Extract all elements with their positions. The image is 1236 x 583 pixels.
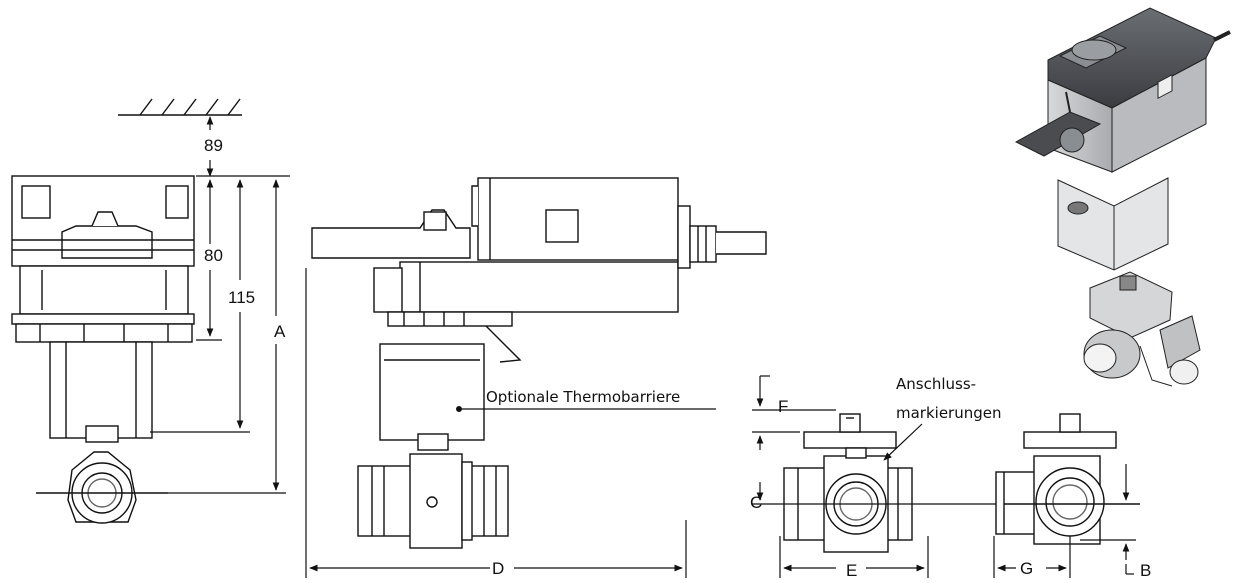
dimension-d [305,268,687,578]
dim-g-label: G [1020,559,1033,578]
ceiling-hatch [118,98,242,116]
product-3d-illustration [1014,7,1231,387]
connection-markings-line1: Anschluss- [896,375,976,393]
dimension-f-c [752,375,1000,505]
left-dimensions [150,116,290,494]
three-way-valve-side [995,413,1140,545]
dim-89-label: 89 [204,136,223,155]
dim-115-label: 115 [228,288,255,307]
dim-d-label: D [492,559,504,578]
connection-markings-line2: markierungen [896,404,1002,422]
dim-a-label: A [274,322,286,341]
dim-e-label: E [846,561,857,578]
dim-c-label: C [750,493,762,512]
three-way-valve-front [783,413,913,553]
thermobarrier-annotation: Optionale Thermobarriere [486,388,680,406]
actuator-front-view [11,98,242,524]
dimension-e [779,536,929,578]
connection-markings-arrow [883,423,923,461]
dim-80-label: 80 [204,246,223,265]
dim-f-label: F [778,397,788,416]
actuator-side-view [311,177,767,549]
dim-b-label: B [1140,561,1151,578]
dimension-b-g [993,464,1136,578]
